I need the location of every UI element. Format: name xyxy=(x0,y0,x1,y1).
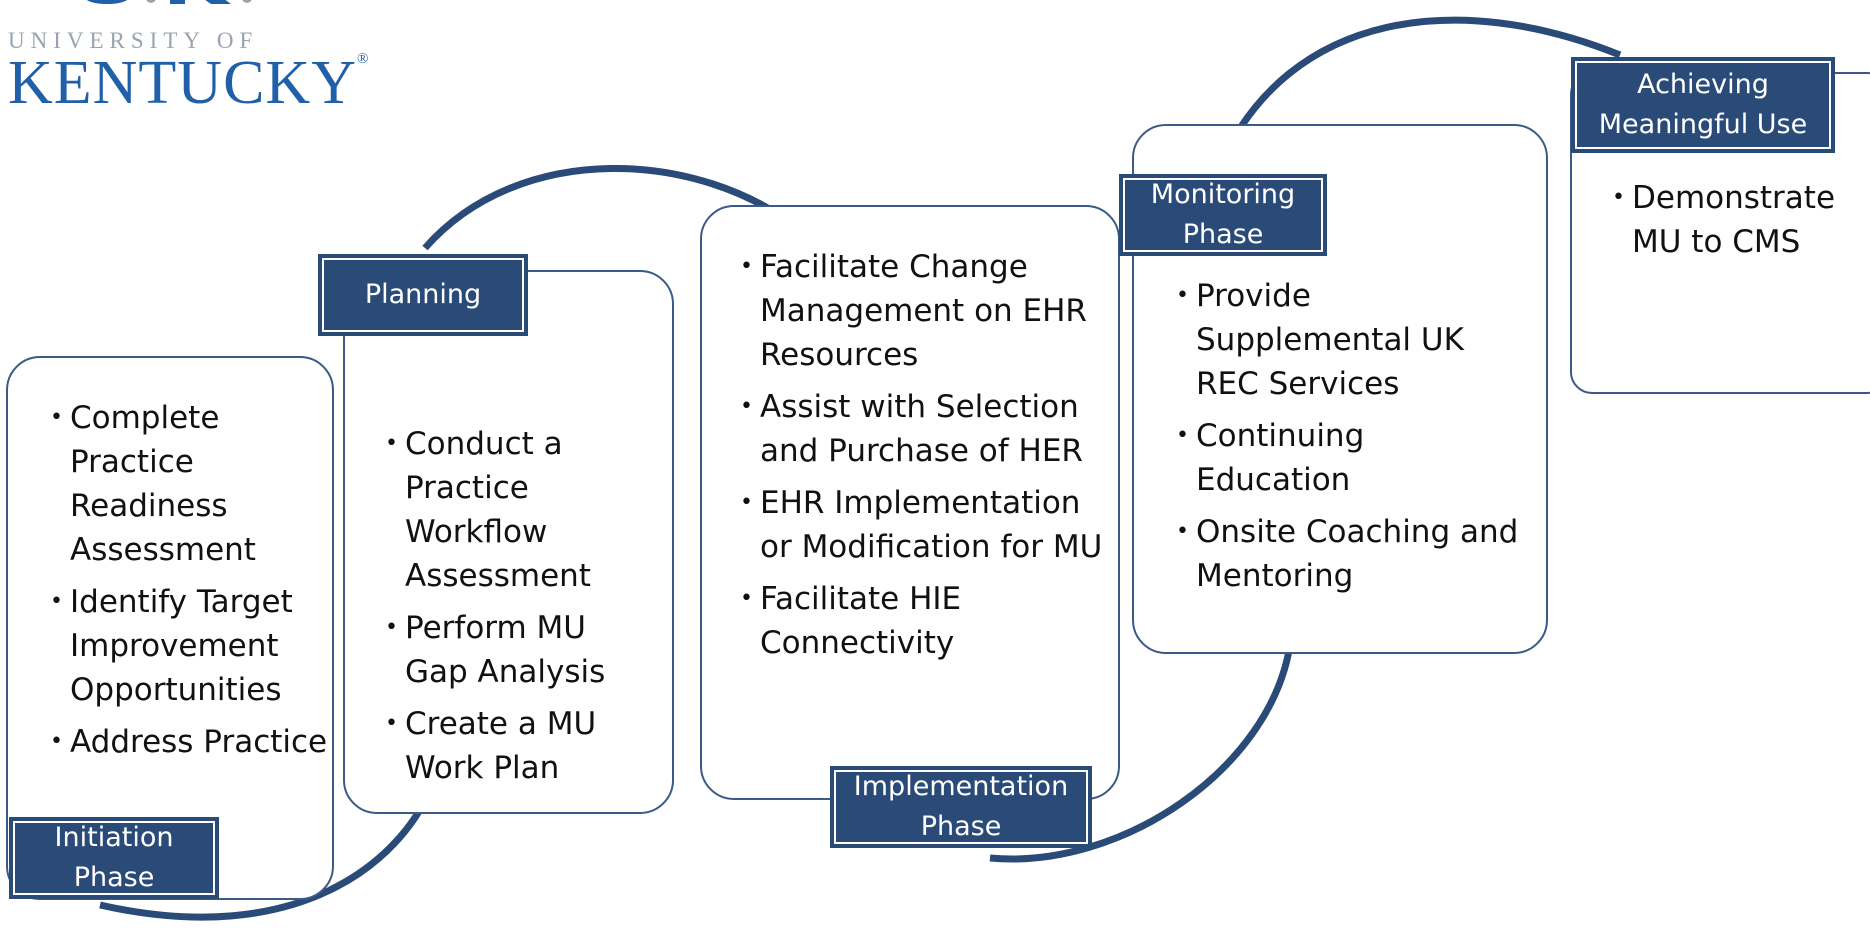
uk-monogram-icon xyxy=(55,0,295,16)
list-item: Conduct a Practice Workflow Assessment xyxy=(385,422,655,598)
list-item: Identify Target Improvement Opportunitie… xyxy=(50,580,330,712)
list-item: Complete Practice Readiness Assessment xyxy=(50,396,330,572)
list-item: Demonstrate MU to CMS xyxy=(1612,176,1862,264)
initiation-card: Complete Practice Readiness Assessment I… xyxy=(6,356,334,900)
achieving-meaningful-use-label: Achieving Meaningful Use xyxy=(1572,58,1834,152)
implementation-phase-label: Implementation Phase xyxy=(831,767,1091,847)
planning-list: Conduct a Practice Workflow Assessment P… xyxy=(385,422,655,798)
list-item: Continuing Education xyxy=(1176,414,1526,502)
list-item: Address Practice xyxy=(50,720,330,764)
initiation-list: Complete Practice Readiness Assessment I… xyxy=(50,396,330,772)
logo-kentucky: KENTUCKY® xyxy=(8,49,370,117)
planning-card: Conduct a Practice Workflow Assessment P… xyxy=(343,270,674,814)
monitoring-list: Provide Supplemental UK REC Services Con… xyxy=(1176,274,1526,606)
implementation-list: Facilitate Change Management on EHR Reso… xyxy=(740,245,1110,673)
initiation-phase-label: Initiation Phase xyxy=(10,818,218,898)
monitoring-phase-label: Monitoring Phase xyxy=(1120,175,1326,255)
list-item: Facilitate Change Management on EHR Reso… xyxy=(740,245,1110,377)
planning-label: Planning xyxy=(319,255,527,335)
list-item: Facilitate HIE Connectivity xyxy=(740,577,1110,665)
logo-university-of: UNIVERSITY OF xyxy=(8,28,259,53)
list-item: Onsite Coaching and Mentoring xyxy=(1176,510,1526,598)
university-logo: UNIVERSITY OF KENTUCKY® xyxy=(0,0,420,114)
list-item: Perform MU Gap Analysis xyxy=(385,606,655,694)
list-item: EHR Implementation or Modification for M… xyxy=(740,481,1110,569)
achieving-list: Demonstrate MU to CMS xyxy=(1612,176,1862,272)
implementation-card: Facilitate Change Management on EHR Reso… xyxy=(700,205,1120,800)
list-item: Provide Supplemental UK REC Services xyxy=(1176,274,1526,406)
list-item: Create a MU Work Plan xyxy=(385,702,655,790)
list-item: Assist with Selection and Purchase of HE… xyxy=(740,385,1110,473)
